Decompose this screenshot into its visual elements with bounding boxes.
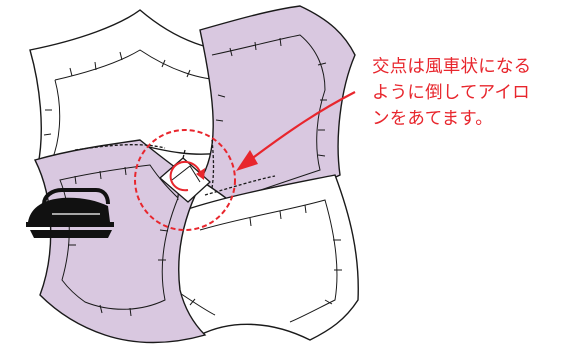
iron-icon (26, 188, 114, 238)
rotation-arrow-icon (169, 161, 205, 192)
pointer-arrow-icon (236, 91, 356, 171)
junction-highlight-circle (134, 129, 236, 231)
annotation-line-3: ンをあてます。 (372, 109, 493, 129)
annotation-text: 交点は風車状になる ように倒してアイロ ンをあてます。 (372, 54, 586, 132)
fan-piece-bottom-right (149, 174, 359, 341)
annotation-line-1: 交点は風車状になる (372, 57, 532, 77)
fan-piece-top-right (199, 5, 356, 211)
annotation-line-2: ように倒してアイロ (372, 83, 530, 103)
